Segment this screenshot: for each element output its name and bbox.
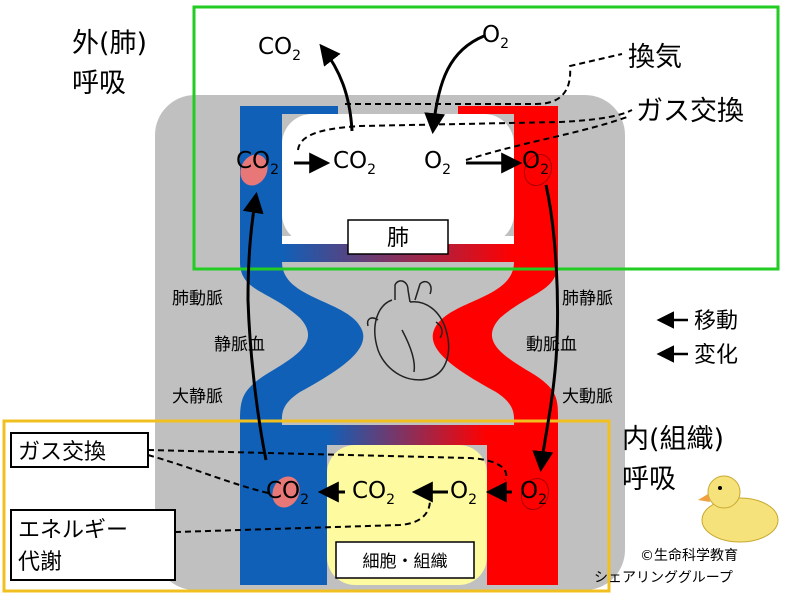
internal-respiration-line2: 呼吸 [622, 464, 676, 495]
copyright-line2: シェアリンググループ [594, 570, 733, 586]
rbc-lung-venous [240, 154, 268, 186]
duck-mascot-icon [698, 475, 779, 543]
lung-label-box [347, 219, 449, 255]
co2-alveolus: CO2 [333, 148, 376, 178]
internal-respiration-line1: 内(組織) [622, 424, 724, 455]
rbc-lung-arterial [523, 153, 553, 187]
o2-cell: O2 [450, 478, 477, 508]
energy-metabolism-box [10, 509, 176, 581]
o2-air: O2 [482, 22, 509, 52]
arterial-vessel [432, 106, 559, 585]
gas-exchange-bottom-label: ガス交換 [18, 440, 106, 465]
external-respiration-line1: 外(肺) [72, 28, 147, 59]
co2-blood-tissue: CO2 [266, 478, 309, 508]
lung-box [282, 114, 514, 244]
pulmonary-vein-label: 肺静脈 [562, 289, 613, 309]
cells-tissue-label: 細胞・組織 [363, 552, 448, 572]
vena-cava-label: 大静脈 [172, 387, 223, 407]
change-arrows [294, 152, 523, 503]
dashed-leaders [147, 53, 633, 533]
legend-change-label: 変化 [694, 343, 738, 368]
lung-label: 肺 [387, 226, 409, 251]
movement-arrows [242, 34, 560, 473]
gas-exchange-box [10, 432, 149, 468]
external-respiration-line2: 呼吸 [72, 68, 126, 99]
tissue-frame [2, 419, 611, 593]
o2-blood-tissue: O2 [520, 478, 547, 508]
cell-label-box [335, 541, 475, 579]
legend-move-label: 移動 [694, 309, 738, 334]
energy-metabolism-line1: エネルギー [18, 518, 128, 543]
pulmonary-artery-label: 肺動脈 [172, 289, 223, 309]
arterial-blood-label: 動脈血 [526, 335, 577, 355]
rbc-tissue-arterial [520, 477, 550, 511]
venous-blood-label: 静脈血 [214, 335, 265, 355]
copyright-line1: ©生命科学教育 [640, 547, 738, 564]
o2-blood-lung: O2 [522, 148, 549, 178]
energy-metabolism-line2: 代謝 [18, 550, 62, 575]
gas-exchange-top-label: ガス交換 [636, 96, 744, 127]
legend-arrows [656, 311, 688, 363]
rbc-tissue-venous [272, 476, 300, 508]
tissue-capillary-gradient [327, 425, 487, 445]
aorta-label: 大動脈 [562, 387, 613, 407]
venous-vessel [240, 106, 364, 585]
co2-blood-lung: CO2 [236, 148, 279, 178]
lung-frame [192, 5, 780, 271]
co2-air: CO2 [258, 34, 301, 64]
o2-alveolus: O2 [424, 148, 451, 178]
co2-cell: CO2 [352, 478, 395, 508]
ventilation-label: 換気 [628, 42, 682, 73]
heart-icon [366, 280, 450, 381]
